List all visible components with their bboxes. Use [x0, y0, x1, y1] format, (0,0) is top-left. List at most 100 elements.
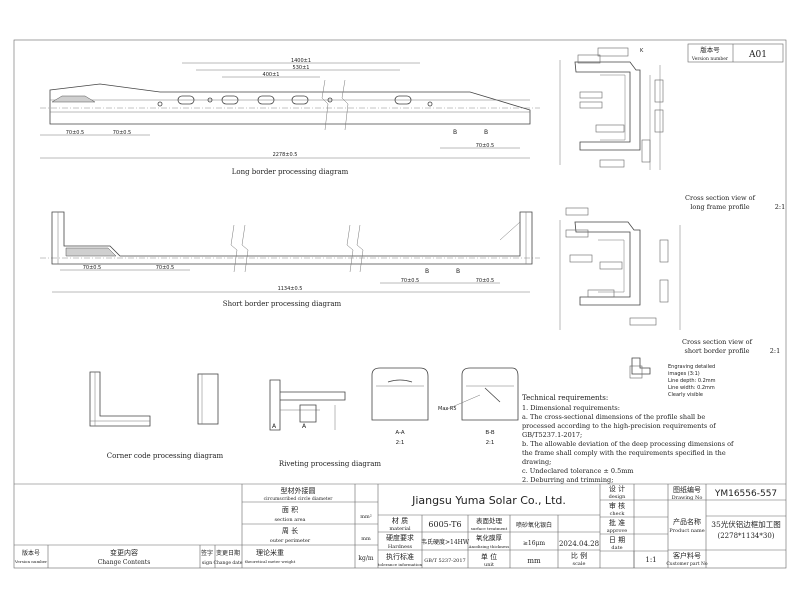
- dim-long-1400: 1400±1: [291, 58, 311, 64]
- short-label-b-1: B: [425, 268, 429, 275]
- corner-code-view: [89, 371, 219, 427]
- version-box: 版本号 Version number A01: [687, 43, 784, 63]
- requirement-line-2: processed according to the high-precisio…: [522, 422, 716, 430]
- tb-circle-en: circumscribed circle diameter: [264, 496, 334, 502]
- tb-circle-cn: 型材外接圆: [281, 486, 316, 495]
- tb-surface-value: 喷砂氧化银白: [516, 521, 552, 529]
- section-aa-scale: 2:1: [396, 440, 405, 446]
- tb-weight-unit: kg/m: [358, 555, 373, 562]
- title-block: 型材外接圆 circumscribed circle diameter 面 积 …: [14, 483, 786, 568]
- tb-film-value: ≥16μm: [523, 540, 546, 547]
- tb-drawing-no-value: YM16556-557: [714, 489, 777, 499]
- long-section-view: K: [559, 47, 664, 170]
- engraving-detail: Engraving detailed images (3:1) Line dep…: [629, 357, 716, 398]
- long-border-diagram: 1400±1 530±1 400±1 70±0.5 70±0.5 70±0.5 …: [40, 58, 540, 159]
- tb-area-en: section area: [274, 517, 305, 523]
- long-border-title: Long border processing diagram: [232, 168, 349, 176]
- dim-long-70a: 70±0.5: [66, 130, 85, 136]
- tb-product-en: Product name: [669, 528, 705, 534]
- short-label-b-2: B: [456, 268, 460, 275]
- tb-scale-value: 1:1: [645, 556, 656, 564]
- tb-sign-en: sign: [202, 560, 213, 566]
- dim-short-70a: 70±0.5: [83, 265, 102, 271]
- section-aa-view: A-A 2:1: [371, 367, 429, 446]
- technical-requirements: Technical requirements: 1. Dimensional r…: [522, 394, 734, 484]
- rivet-label-a-2: A: [302, 423, 307, 430]
- tb-surface-cn: 表面处理: [476, 516, 503, 525]
- tb-customer-en: Customer part No: [666, 561, 708, 567]
- short-border-title: Short border processing diagram: [223, 300, 342, 308]
- tb-drawing-no-en: Drawing No: [672, 495, 703, 501]
- long-section-k-label: K: [640, 48, 644, 54]
- tb-film-cn: 氧化膜厚: [476, 533, 503, 542]
- engraving-line-3: Line depth: 0.2mm: [668, 378, 716, 384]
- corner-code-title: Corner code processing diagram: [107, 452, 224, 460]
- tb-area-cn: 面 积: [282, 505, 298, 514]
- requirement-line-5: the frame shall comply with the requirem…: [522, 449, 726, 457]
- tb-drawing-no-cn: 图纸编号: [673, 485, 701, 494]
- tb-material-en: material: [389, 526, 411, 532]
- tb-chdate-cn: 变更日期: [216, 549, 240, 557]
- dim-short-70c: 70±0.5: [401, 278, 420, 284]
- requirement-line-3: GB/T5237.1-2017;: [522, 431, 582, 439]
- tb-date-cn: 日 期: [609, 536, 625, 544]
- version-label-cn: 版本号: [700, 45, 720, 54]
- tb-change-en: Change Contents: [98, 559, 151, 566]
- tb-scale-cn: 比 例: [571, 551, 587, 560]
- dim-short-total: 1134±0.5: [278, 286, 303, 292]
- riveting-title: Riveting processing diagram: [279, 460, 382, 468]
- tb-customer-cn: 客户料号: [673, 551, 701, 560]
- section-bb-view: Max R5 B-B 2:1: [438, 367, 519, 446]
- tb-design-en: design: [609, 494, 627, 500]
- long-label-b-2: B: [484, 129, 488, 136]
- tb-material-value: 6005-T6: [428, 520, 461, 529]
- tb-sign-cn: 签字: [201, 549, 213, 557]
- long-section-scale: 2:1: [775, 203, 785, 211]
- tb-hardness-value: 韦氏硬度>14HW: [421, 538, 470, 546]
- section-bb-scale: 2:1: [486, 440, 495, 446]
- requirement-line-4: b. The allowable deviation of the deep p…: [522, 440, 734, 448]
- requirement-line-7: c. Undeclared tolerance ± 0.5mm: [522, 467, 634, 475]
- tb-perim-unit: mm: [361, 536, 371, 542]
- dim-short-70b: 70±0.5: [156, 265, 175, 271]
- requirement-line-8: 2. Deburring and trimming;: [522, 476, 613, 484]
- tb-hardness-cn: 硬度要求: [386, 533, 414, 542]
- short-section-scale: 2:1: [770, 347, 780, 355]
- requirements-title: Technical requirements:: [522, 394, 608, 402]
- long-section-title-1: Cross section view of: [685, 194, 756, 202]
- tb-product-value-1: 35光伏铝边框加工图: [711, 519, 781, 529]
- tb-approve-en: approve: [607, 528, 628, 534]
- tb-weight-cn: 理论米重: [256, 548, 284, 557]
- tb-company: Jiangsu Yuma Solar Co., Ltd.: [411, 494, 566, 507]
- requirement-line-1: a. The cross-sectional dimensions of the…: [522, 413, 705, 421]
- dim-short-70d: 70±0.5: [476, 278, 495, 284]
- dim-long-400: 400±1: [263, 72, 280, 78]
- tb-product-value-2: (2278*1134*30): [718, 532, 775, 540]
- tb-date-value: 2024.04.28: [559, 540, 599, 548]
- sheet-border: [13, 39, 787, 569]
- section-aa-label: A-A: [395, 430, 405, 436]
- long-label-b-1: B: [453, 129, 457, 136]
- version-label-en: Version number: [691, 56, 729, 62]
- tb-unit-value: mm: [527, 557, 541, 565]
- tb-scale-en: scale: [573, 561, 586, 567]
- tb-weight-en: theoretical meter weight: [245, 559, 296, 564]
- riveting-view: A A: [269, 379, 346, 431]
- version-value: A01: [748, 50, 767, 60]
- dim-long-530: 530±1: [293, 65, 310, 71]
- short-section-view: [559, 207, 681, 330]
- tb-material-cn: 材 质: [392, 516, 408, 525]
- tb-standard-en: tolerance information: [378, 562, 423, 567]
- tb-area-unit: mm²: [360, 514, 372, 520]
- tb-film-en: Anodizing thickness: [468, 544, 510, 549]
- tb-standard-cn: 执行标准: [386, 552, 414, 561]
- engraving-line-1: Engraving detailed: [668, 364, 715, 370]
- tb-perim-en: outer perimeter: [270, 538, 311, 544]
- tb-unit-en: unit: [484, 562, 494, 568]
- short-border-diagram: 70±0.5 70±0.5 70±0.5 70±0.5 B B 1134±0.5: [40, 211, 540, 293]
- max-r-label: Max R5: [438, 406, 457, 412]
- tb-chdate-en: Change date: [214, 560, 243, 566]
- dim-long-total: 2278±0.5: [273, 152, 298, 158]
- engraving-line-2: images (3:1): [668, 371, 700, 377]
